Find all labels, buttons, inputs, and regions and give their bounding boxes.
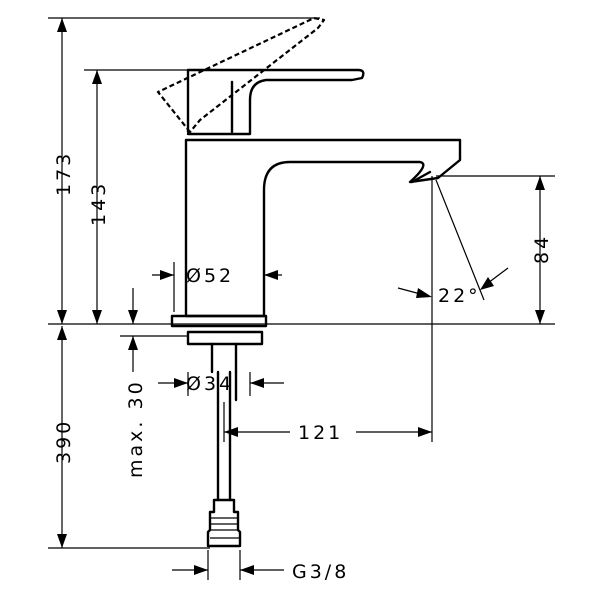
faucet-outline [156, 16, 462, 548]
dimension-lines [48, 17, 555, 580]
base-plate [170, 314, 268, 328]
hose [216, 370, 238, 502]
label-173: 173 [53, 151, 75, 196]
lever [186, 68, 365, 136]
label-g38: G3/8 [292, 561, 349, 583]
angle-line [435, 179, 485, 301]
label-diameter-52: Ø52 [186, 265, 234, 287]
lever-open-position [156, 16, 326, 134]
label-121: 121 [298, 422, 343, 444]
label-max30: max. 30 [125, 379, 147, 478]
label-84: 84 [531, 234, 553, 264]
label-390: 390 [53, 419, 75, 464]
body-spout [184, 138, 462, 318]
hose-coupling [206, 498, 242, 548]
label-143: 143 [88, 181, 110, 226]
dimension-labels: 173 143 84 390 max. 30 Ø52 Ø34 121 22° G… [53, 151, 553, 583]
aerator [410, 170, 432, 184]
label-diameter-34: Ø34 [186, 373, 234, 395]
coupling-thread [210, 517, 240, 539]
label-angle-22: 22° [438, 285, 481, 307]
mounting-nut [186, 330, 264, 346]
